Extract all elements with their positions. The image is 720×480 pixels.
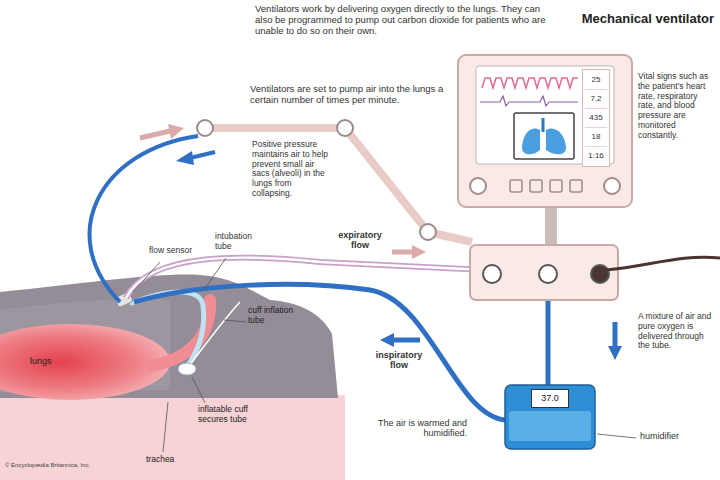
intubation-tube-part [189, 302, 240, 366]
intro-note: Ventilators work by delivering oxygen di… [255, 4, 553, 37]
flow-arrows-part [412, 245, 426, 259]
part-label: inflatable cuff secures tube [198, 405, 270, 425]
ventilator-monitor-part [604, 178, 620, 194]
flow-label: inspiratory flow [366, 350, 432, 371]
port-panel-part [591, 265, 609, 283]
humidifier-unit [505, 385, 595, 449]
flow-arrows-part [380, 333, 394, 347]
port-panel-part [606, 257, 720, 270]
intubation-tube-part [178, 363, 196, 375]
port-panel [470, 245, 720, 300]
inspiratory-tube-part [134, 284, 505, 420]
ventilator-monitor-part [470, 178, 486, 194]
patient-body-part [0, 395, 345, 480]
monitor-note: Vital signs such as the patient's heart … [638, 72, 714, 140]
flow-arrows-part [392, 338, 420, 343]
readout-value: 37.0 [534, 391, 566, 406]
ventilator-monitor-part [510, 180, 522, 192]
flow-arrows-part [168, 124, 184, 139]
pressure-note: Positive pressure maintains air to help … [252, 140, 330, 199]
readout-value: 7.2 [585, 89, 607, 108]
ventilator-monitor-part [570, 180, 582, 192]
readout-value: 435 [585, 108, 607, 127]
leader-lines-part [204, 258, 226, 290]
inspiratory-tube [134, 282, 548, 420]
part-label: lungs [30, 356, 70, 366]
ventilator-monitor-part [514, 113, 574, 159]
flow-label: expiratory flow [330, 230, 390, 251]
ventilator-monitor-part [545, 205, 557, 247]
support-arm-part [420, 224, 436, 240]
leader-lines-part [597, 434, 636, 438]
intubation-tube-part [132, 292, 204, 368]
part-label: cuff inflation tube [248, 306, 296, 326]
flow-arrows-part [176, 151, 194, 165]
flow-arrows-part [190, 152, 215, 158]
ventilator-monitor-part [480, 96, 578, 106]
leader-lines-part [163, 402, 168, 452]
readout-value: 1:16 [585, 146, 607, 165]
part-label: intubation tube [214, 232, 268, 252]
lungs-organ [0, 324, 170, 400]
readout-value: 18 [585, 127, 607, 146]
ventilator-monitor-part [482, 78, 578, 88]
flow-arrows-part [392, 250, 414, 255]
rate-note: Ventilators are set to pump air into the… [250, 84, 455, 106]
humidifier-note: The air is warmed and humidified. [372, 418, 467, 439]
ventilator-monitor-part [530, 180, 542, 192]
part-label: flow sensor [148, 246, 202, 256]
leader-lines-part [192, 377, 205, 403]
copyright-note: © Encyclopædia Britannica, Inc. [5, 462, 125, 469]
support-arm-part [337, 120, 353, 136]
ventilator-monitor-part [522, 128, 540, 154]
intubation-tube [132, 292, 240, 375]
part-label: humidifier [640, 431, 710, 441]
ventilator-monitor-part [542, 118, 545, 132]
support-arm-part [197, 120, 213, 136]
ventilator-monitor [458, 55, 632, 247]
support-arm-part [205, 128, 472, 242]
humidifier-unit-part [509, 411, 591, 441]
lungs-organ-part [0, 324, 170, 400]
flow-arrows-part [613, 322, 618, 348]
ventilator-monitor-part [458, 55, 632, 207]
temperature-display: 37.0 [531, 389, 569, 408]
humidifier-unit-part [505, 385, 595, 449]
leader-lines-part [133, 262, 160, 292]
leader-lines [133, 258, 636, 452]
support-arm [197, 120, 472, 242]
port-panel-part [483, 265, 501, 283]
port-panel-part [539, 265, 557, 283]
readout-value: 25 [585, 71, 607, 89]
flow-arrows-part [140, 131, 170, 138]
ventilator-monitor-part [550, 180, 562, 192]
part-label: trachea [146, 455, 196, 465]
oxygen-note: A mixture of air and pure oxygen is deli… [638, 312, 714, 351]
leader-lines-part [224, 320, 246, 322]
vitals-readout: 257.2435181:16 [582, 69, 610, 167]
ventilator-monitor-part [546, 128, 566, 154]
flow-arrows-part [608, 346, 622, 360]
diagram-title: Mechanical ventilator [556, 12, 714, 27]
port-panel-part [470, 245, 618, 300]
